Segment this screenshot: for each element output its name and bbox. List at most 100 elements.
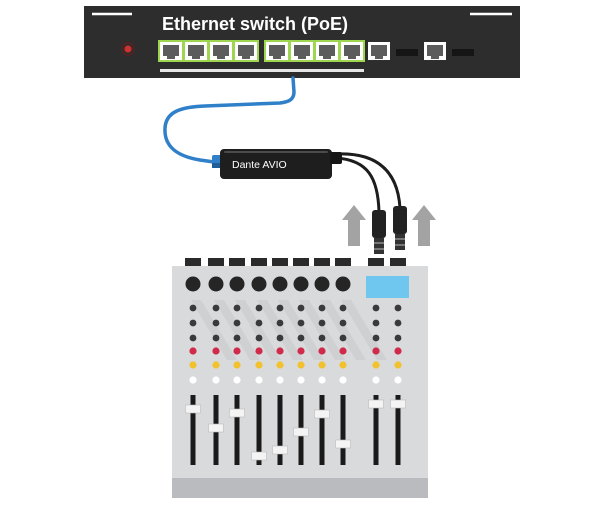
network-cable-line	[163, 76, 296, 164]
xlr-cable-left	[335, 156, 381, 213]
mixer-header-cap	[335, 258, 351, 266]
channel-strip	[229, 276, 245, 465]
channel-strip	[293, 276, 309, 465]
channel-fader-track	[256, 395, 262, 465]
channel-knob	[233, 304, 241, 312]
uplink-port-icon	[424, 42, 446, 60]
channel-fader-handle	[208, 423, 224, 433]
channel-fader-track	[319, 395, 325, 465]
mixer-shadows	[191, 300, 387, 360]
channel-strip	[314, 276, 330, 465]
uplink-port-group	[368, 42, 474, 60]
arrow-up-icon	[342, 205, 366, 246]
channel-solo-button	[233, 361, 241, 369]
channel-knob	[276, 304, 284, 312]
mixer-header-cap	[185, 258, 201, 266]
channel-knob	[189, 319, 197, 327]
diagonal-shadow	[341, 300, 387, 360]
channel-knob	[189, 304, 197, 312]
adapter-body-highlight	[224, 151, 328, 153]
diagonal-shadow	[299, 300, 345, 360]
channel-strip	[185, 276, 201, 465]
ethernet-port-icon	[210, 42, 232, 60]
master-knob	[372, 319, 380, 327]
master-solo-button	[394, 361, 402, 369]
master-select-button	[372, 376, 380, 384]
ethernet-port-icon	[341, 42, 363, 60]
ethernet-port-icon	[316, 42, 338, 60]
channel-fader-track	[234, 395, 240, 465]
master-solo-button	[372, 361, 380, 369]
master-mute-button	[372, 347, 380, 355]
mixer-channel-strips	[185, 276, 351, 465]
power-led-glow	[121, 42, 135, 56]
master-knob	[372, 304, 380, 312]
channel-gain-knob	[314, 276, 330, 292]
channel-mute-button	[339, 347, 347, 355]
channel-gain-knob	[293, 276, 309, 292]
sfp-slot-icon	[396, 49, 418, 56]
mixer-header-cap	[251, 258, 267, 266]
master-knob	[394, 334, 402, 342]
channel-knob	[318, 334, 326, 342]
channel-fader-handle	[314, 409, 330, 419]
channel-gain-knob	[185, 276, 201, 292]
channel-select-button	[255, 376, 263, 384]
dante-avio-adapter: Dante AVIO	[220, 149, 407, 254]
master-strip	[368, 304, 384, 465]
channel-knob	[339, 319, 347, 327]
channel-strip	[272, 276, 288, 465]
adapter-cable-boot	[330, 152, 342, 164]
channel-knob	[318, 319, 326, 327]
channel-mute-button	[255, 347, 263, 355]
channel-gain-knob	[251, 276, 267, 292]
channel-knob	[212, 334, 220, 342]
diagonal-shadow	[235, 300, 281, 360]
arrow-up-icon	[412, 205, 436, 246]
channel-gain-knob	[272, 276, 288, 292]
master-fader-handle	[390, 399, 406, 409]
channel-knob	[189, 334, 197, 342]
channel-fader-handle	[185, 404, 201, 414]
channel-mute-button	[233, 347, 241, 355]
channel-solo-button	[189, 361, 197, 369]
ethernet-port-icon	[185, 42, 207, 60]
channel-select-button	[318, 376, 326, 384]
channel-mute-button	[276, 347, 284, 355]
diagonal-shadow	[257, 300, 303, 360]
mixer-display	[366, 276, 409, 298]
uplink-port-icon	[368, 42, 390, 60]
channel-knob	[318, 304, 326, 312]
mixer-header-cap	[229, 258, 245, 266]
channel-strip	[251, 276, 267, 465]
ethernet-port-icon	[291, 42, 313, 60]
channel-select-button	[233, 376, 241, 384]
ethernet-port-icon	[266, 42, 288, 60]
xlr-connector-right	[393, 206, 407, 250]
channel-solo-button	[339, 361, 347, 369]
channel-select-button	[297, 376, 305, 384]
channel-solo-button	[318, 361, 326, 369]
channel-mute-button	[189, 347, 197, 355]
channel-gain-knob	[229, 276, 245, 292]
channel-knob	[255, 304, 263, 312]
channel-mute-button	[212, 347, 220, 355]
diagonal-shadow	[320, 300, 366, 360]
channel-strip	[335, 276, 351, 465]
ethernet-port-icon	[235, 42, 257, 60]
poe-port-group	[158, 40, 365, 62]
xlr-cable-right	[335, 152, 402, 209]
channel-solo-button	[212, 361, 220, 369]
master-mute-button	[394, 347, 402, 355]
channel-select-button	[339, 376, 347, 384]
switch-bottom-strip	[160, 69, 364, 72]
channel-strip	[208, 276, 224, 465]
channel-solo-button	[255, 361, 263, 369]
channel-knob	[297, 334, 305, 342]
poe-port-group-frame	[264, 40, 365, 62]
channel-fader-track	[340, 395, 346, 465]
diagonal-shadow	[191, 300, 237, 360]
channel-knob	[212, 319, 220, 327]
sfp-slot-icon	[452, 49, 474, 56]
master-knob	[394, 304, 402, 312]
